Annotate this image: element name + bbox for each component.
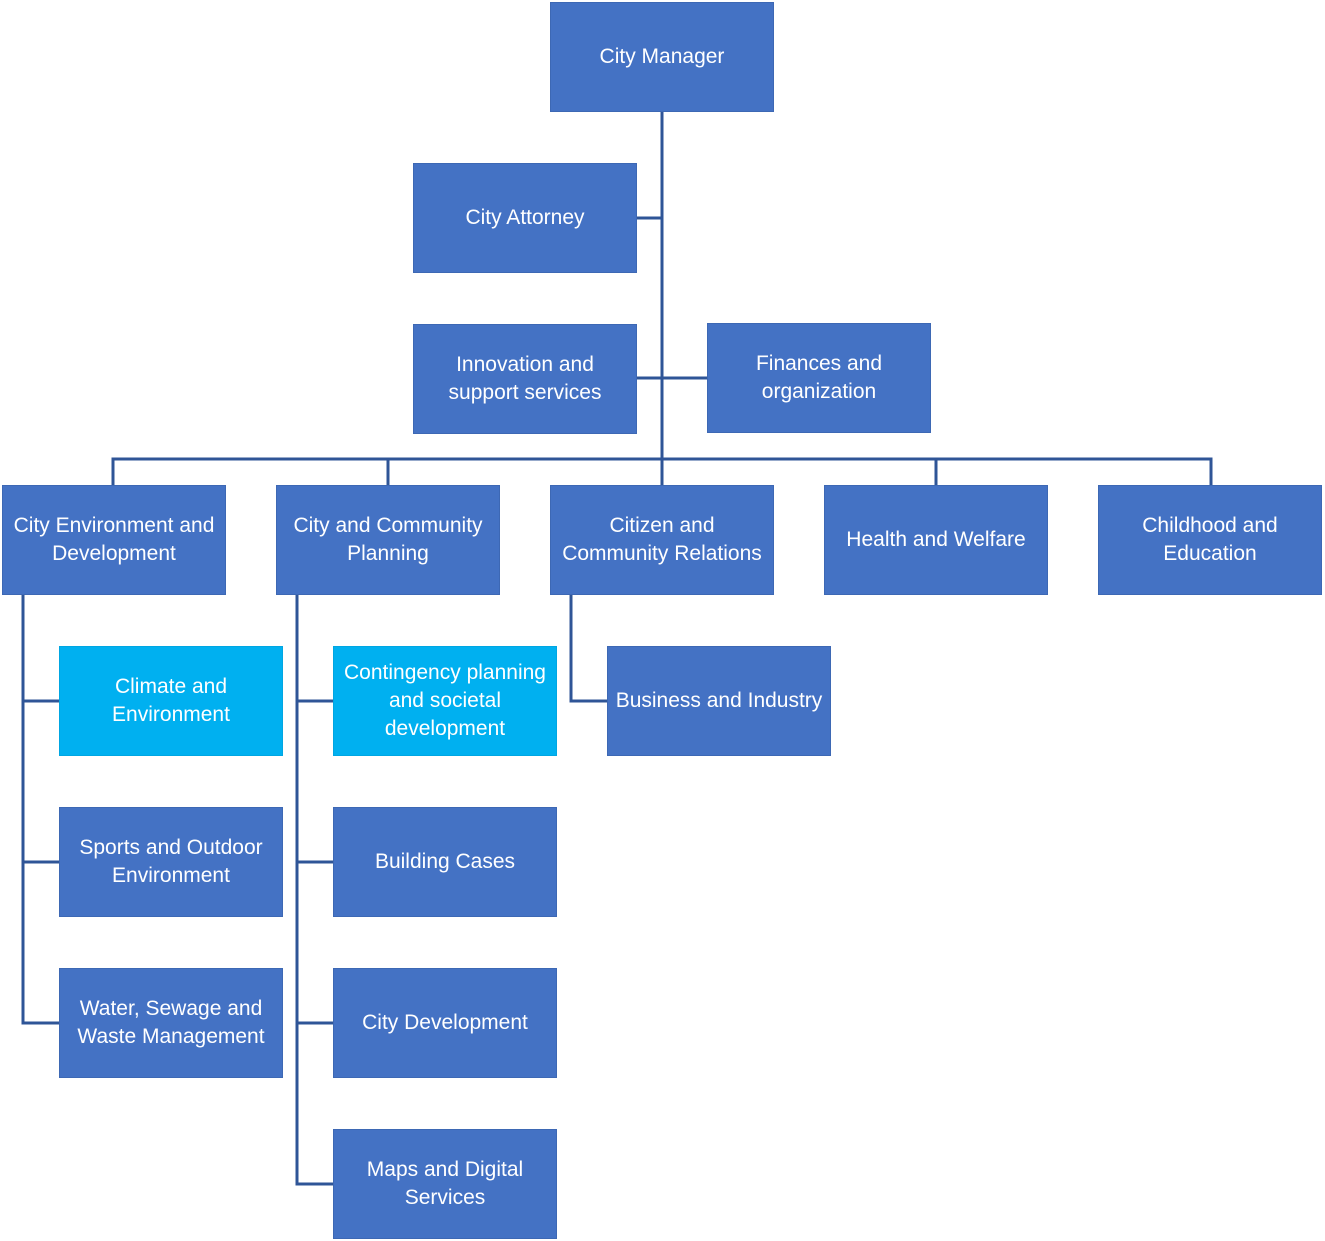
node-water-sewage-waste: Water, Sewage and Waste Management <box>59 968 283 1078</box>
node-label: Finances and organization <box>755 352 883 403</box>
node-label: Citizen and Community Relations <box>562 514 762 565</box>
node-label: City Manager <box>599 45 725 68</box>
node-label: Maps and Digital Services <box>366 1158 524 1209</box>
node-label: Health and Welfare <box>846 528 1026 551</box>
node-city-manager: City Manager <box>550 2 774 112</box>
node-city-attorney: City Attorney <box>413 163 637 273</box>
node-label: Childhood and Education <box>1142 514 1278 565</box>
node-label: City Development <box>362 1011 528 1034</box>
node-label: Contingency planning and societal develo… <box>344 661 546 740</box>
node-childhood-education: Childhood and Education <box>1098 485 1322 595</box>
node-finances-organization: Finances and organization <box>707 323 931 433</box>
node-label: City Environment and Development <box>13 514 215 565</box>
node-innovation-support: Innovation and support services <box>413 324 637 434</box>
node-label: Climate and Environment <box>112 675 230 726</box>
node-label: City Attorney <box>465 206 585 229</box>
node-business-industry: Business and Industry <box>607 646 831 756</box>
node-label: Water, Sewage and Waste Management <box>77 997 265 1048</box>
node-label: Building Cases <box>374 850 516 873</box>
node-maps-digital: Maps and Digital Services <box>333 1129 557 1239</box>
node-label: Innovation and support services <box>448 353 602 404</box>
node-sports-outdoor: Sports and Outdoor Environment <box>59 807 283 917</box>
node-city-environment-development: City Environment and Development <box>2 485 226 595</box>
node-contingency-planning: Contingency planning and societal develo… <box>333 646 557 756</box>
node-city-development: City Development <box>333 968 557 1078</box>
node-climate-environment: Climate and Environment <box>59 646 283 756</box>
node-label: Sports and Outdoor Environment <box>79 836 263 887</box>
node-citizen-community-relations: Citizen and Community Relations <box>550 485 774 595</box>
node-city-community-planning: City and Community Planning <box>276 485 500 595</box>
node-building-cases: Building Cases <box>333 807 557 917</box>
node-label: Business and Industry <box>615 689 823 712</box>
node-health-welfare: Health and Welfare <box>824 485 1048 595</box>
node-label: City and Community Planning <box>293 514 483 565</box>
